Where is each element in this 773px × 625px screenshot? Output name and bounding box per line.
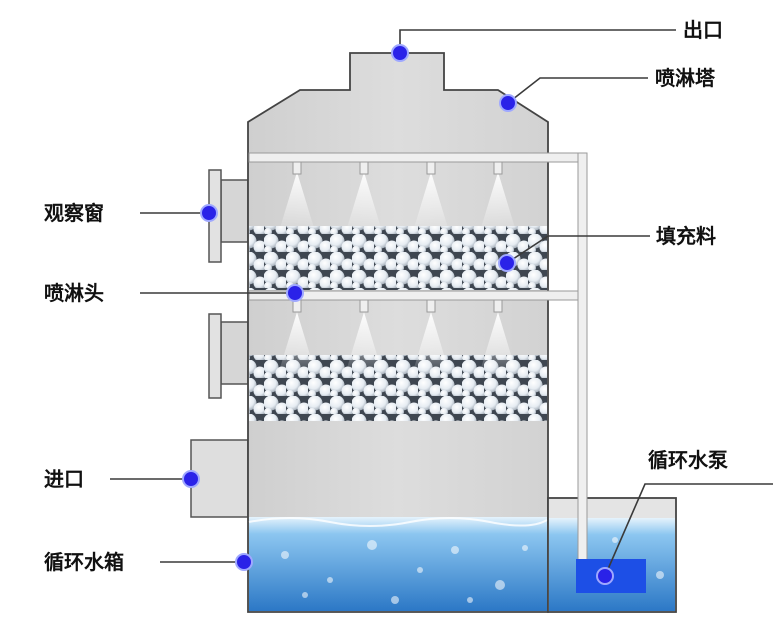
water-tank-body bbox=[249, 517, 547, 611]
marker-outlet bbox=[391, 44, 409, 62]
label-tower: 喷淋塔 bbox=[655, 66, 715, 90]
spray-cones-upper bbox=[280, 172, 515, 228]
tower-body bbox=[247, 52, 549, 613]
packing-layer-upper bbox=[249, 226, 547, 290]
spray-cones-lower bbox=[280, 312, 515, 368]
marker-nozzle bbox=[286, 284, 304, 302]
label-sight-window: 观察窗 bbox=[44, 201, 104, 225]
label-water-tank: 循环水箱 bbox=[44, 550, 124, 574]
label-pump: 循环水泵 bbox=[648, 448, 728, 472]
marker-packing bbox=[498, 254, 516, 272]
label-packing: 填充料 bbox=[656, 224, 716, 248]
leader-lines bbox=[110, 29, 773, 577]
marker-pump bbox=[596, 567, 614, 585]
water-bubbles bbox=[281, 537, 664, 604]
marker-inlet bbox=[182, 470, 200, 488]
sight-window-lower bbox=[208, 313, 249, 399]
inlet-duct bbox=[190, 439, 249, 518]
label-nozzle: 喷淋头 bbox=[44, 281, 104, 305]
marker-tower bbox=[499, 94, 517, 112]
riser-pipe bbox=[577, 152, 588, 564]
marker-water-tank bbox=[235, 553, 253, 571]
label-outlet: 出口 bbox=[683, 18, 723, 42]
label-inlet: 进口 bbox=[44, 467, 84, 491]
marker-sight-window bbox=[200, 204, 218, 222]
